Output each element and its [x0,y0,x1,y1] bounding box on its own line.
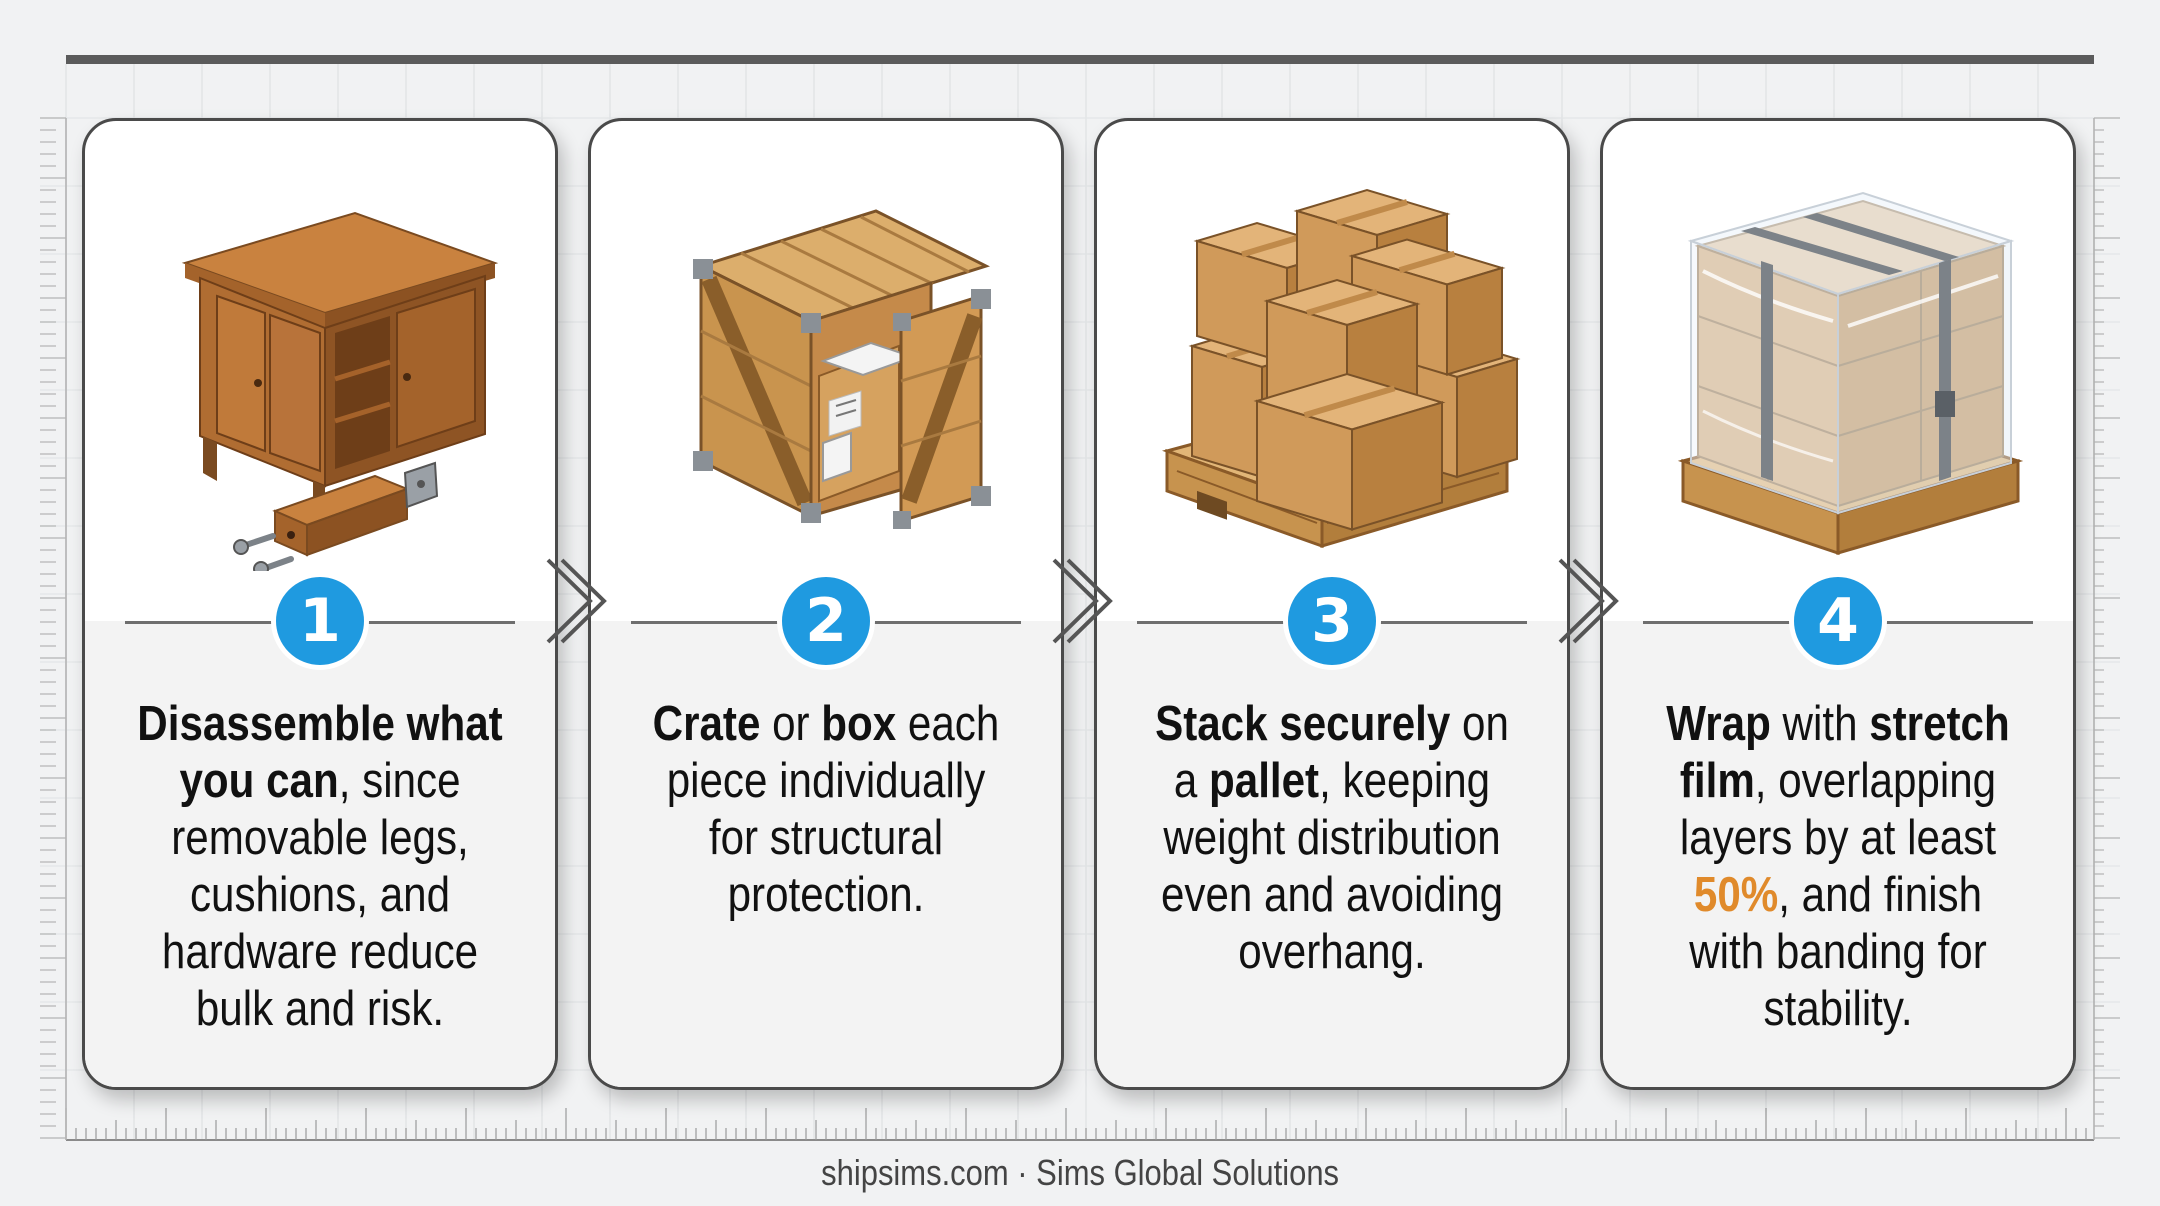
step-description: Wrap with stretch film, overlapping laye… [1655,696,2021,1038]
pallet-boxes-icon [1161,188,1521,549]
text-run: on a [1173,697,1509,808]
text-run: , since removable legs, cushions, and ha… [161,754,479,1036]
step-card-1: 1 Disassemble what you can, since remova… [82,118,558,1090]
top-divider-bar [66,55,2094,64]
step-card-3: 3 Stack securely on a pallet, keeping we… [1094,118,1570,1090]
step-number-badge: 2 [777,572,875,670]
text-run: , keeping weight distribution even and a… [1160,754,1504,979]
disassembled-furniture-icon [181,211,499,571]
step-number-badge: 1 [271,572,369,670]
wooden-crate-icon [693,209,991,529]
bold-text: Disassemble what you can [137,697,503,808]
step-number-badge: 4 [1789,572,1887,670]
step-description: Crate or box each piece individually for… [643,696,1009,924]
step-card-4: 4 Wrap with stretch film, overlapping la… [1600,118,2076,1090]
bold-text: stretch film [1679,697,2010,808]
bold-text: Crate [652,697,761,751]
text-run: each piece individually for structural p… [666,697,1000,922]
text-run: or [760,697,822,751]
chevron-right-icon [1052,558,1113,644]
text-run: , and finish with banding for stability. [1689,868,1987,1036]
text-run: , overlapping layers by at least [1679,754,1997,865]
bold-text: Wrap [1666,697,1771,751]
highlight-text: 50% [1693,868,1779,922]
step-number-badge: 3 [1283,572,1381,670]
bold-text: Stack securely [1155,697,1451,751]
bold-text: pallet [1209,754,1320,808]
bold-text: box [821,697,897,751]
step-description: Stack securely on a pallet, keeping weig… [1149,696,1515,981]
text-run: with [1770,697,1870,751]
footer-credit: shipsims.com · Sims Global Solutions [821,1152,1339,1193]
chevron-right-icon [546,558,607,644]
step-description: Disassemble what you can, since removabl… [137,696,503,1038]
step-card-2: 2 Crate or box each piece individually f… [588,118,1064,1090]
chevron-right-icon [1558,558,1619,644]
wrapped-pallet-icon [1677,191,2024,556]
